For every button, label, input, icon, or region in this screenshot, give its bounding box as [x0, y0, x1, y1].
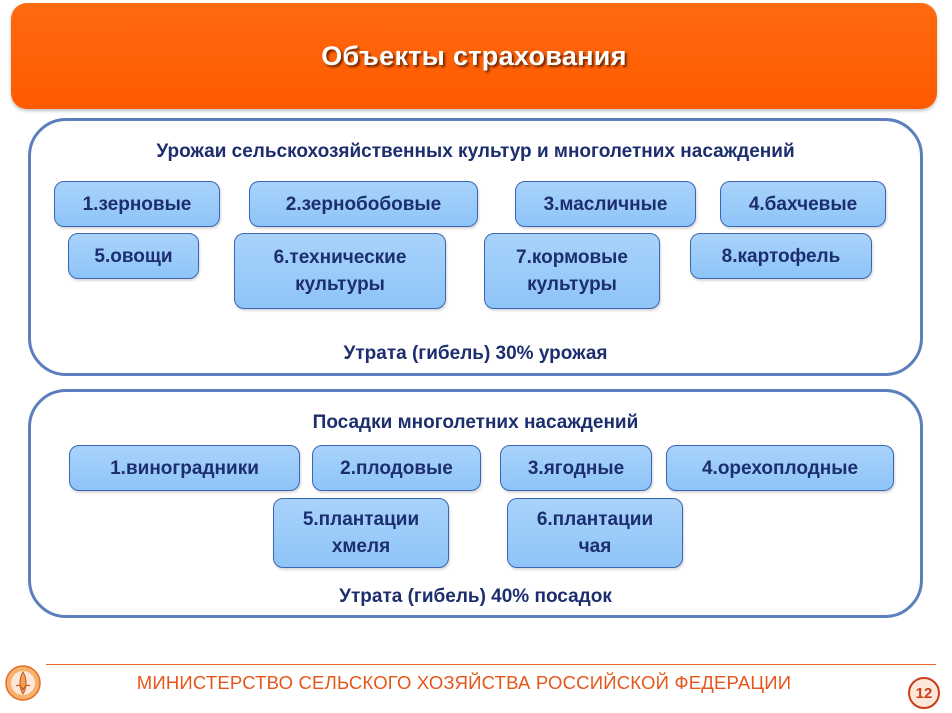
- planting-item-berries[interactable]: 3.ягодные: [500, 445, 652, 491]
- crop-item-industrial[interactable]: 6.технические культуры: [234, 233, 446, 309]
- planting-item-label-line2: чая: [578, 536, 612, 557]
- page-number: 12: [908, 677, 940, 709]
- crop-item-label: 5.овощи: [94, 245, 173, 267]
- planting-item-fruit[interactable]: 2.плодовые: [312, 445, 481, 491]
- crop-item-grain[interactable]: 1.зерновые: [54, 181, 220, 227]
- planting-item-hops[interactable]: 5.плантации хмеля: [273, 498, 449, 568]
- footer-divider: [46, 664, 936, 665]
- crop-item-legumes[interactable]: 2.зернобобовые: [249, 181, 478, 227]
- crop-item-potatoes[interactable]: 8.картофель: [690, 233, 872, 279]
- plantings-loss-note: Утрата (гибель) 40% посадок: [339, 586, 612, 607]
- crop-item-label-line2: культуры: [295, 274, 385, 295]
- plantings-panel: Посадки многолетних насаждений 1.виногра…: [28, 389, 923, 618]
- crop-item-label: 1.зерновые: [82, 193, 192, 215]
- crop-item-label: 4.бахчевые: [748, 193, 858, 215]
- planting-item-label: 3.ягодные: [527, 457, 625, 479]
- crop-item-oilseeds[interactable]: 3.масличные: [515, 181, 696, 227]
- planting-item-label-line2: хмеля: [331, 536, 391, 557]
- crops-panel: Урожаи сельскохозяйственных культур и мн…: [28, 118, 923, 376]
- crop-item-label: 7.кормовые: [516, 247, 628, 268]
- crop-item-label: 8.картофель: [721, 245, 841, 267]
- title-bar: Объекты страхования: [11, 3, 937, 109]
- crop-item-label: 2.зернобобовые: [285, 193, 442, 215]
- planting-item-label: 6.плантации: [536, 509, 654, 530]
- crop-item-vegetables[interactable]: 5.овощи: [68, 233, 199, 279]
- planting-item-vineyards[interactable]: 1.виноградники: [69, 445, 300, 491]
- slide-title: Объекты страхования: [321, 40, 627, 71]
- crop-item-label-line2: культуры: [527, 274, 617, 295]
- ministry-name: МИНИСТЕРСТВО СЕЛЬСКОГО ХОЗЯЙСТВА РОССИЙС…: [136, 672, 792, 693]
- crops-loss-note: Утрата (гибель) 30% урожая: [343, 343, 608, 364]
- crop-item-label: 6.технические: [273, 247, 407, 268]
- planting-item-label: 2.плодовые: [340, 457, 453, 479]
- crop-item-fodder[interactable]: 7.кормовые культуры: [484, 233, 660, 309]
- planting-item-label: 4.орехоплодные: [701, 457, 859, 479]
- crop-item-melons[interactable]: 4.бахчевые: [720, 181, 886, 227]
- ministry-emblem-icon: [4, 664, 42, 702]
- planting-item-label: 1.виноградники: [110, 457, 259, 479]
- plantings-heading: Посадки многолетних насаждений: [312, 412, 639, 433]
- crop-item-label: 3.масличные: [543, 193, 668, 215]
- planting-item-nuts[interactable]: 4.орехоплодные: [666, 445, 894, 491]
- planting-item-tea[interactable]: 6.плантации чая: [507, 498, 683, 568]
- crops-heading: Урожаи сельскохозяйственных культур и мн…: [156, 141, 795, 162]
- planting-item-label: 5.плантации: [302, 509, 420, 530]
